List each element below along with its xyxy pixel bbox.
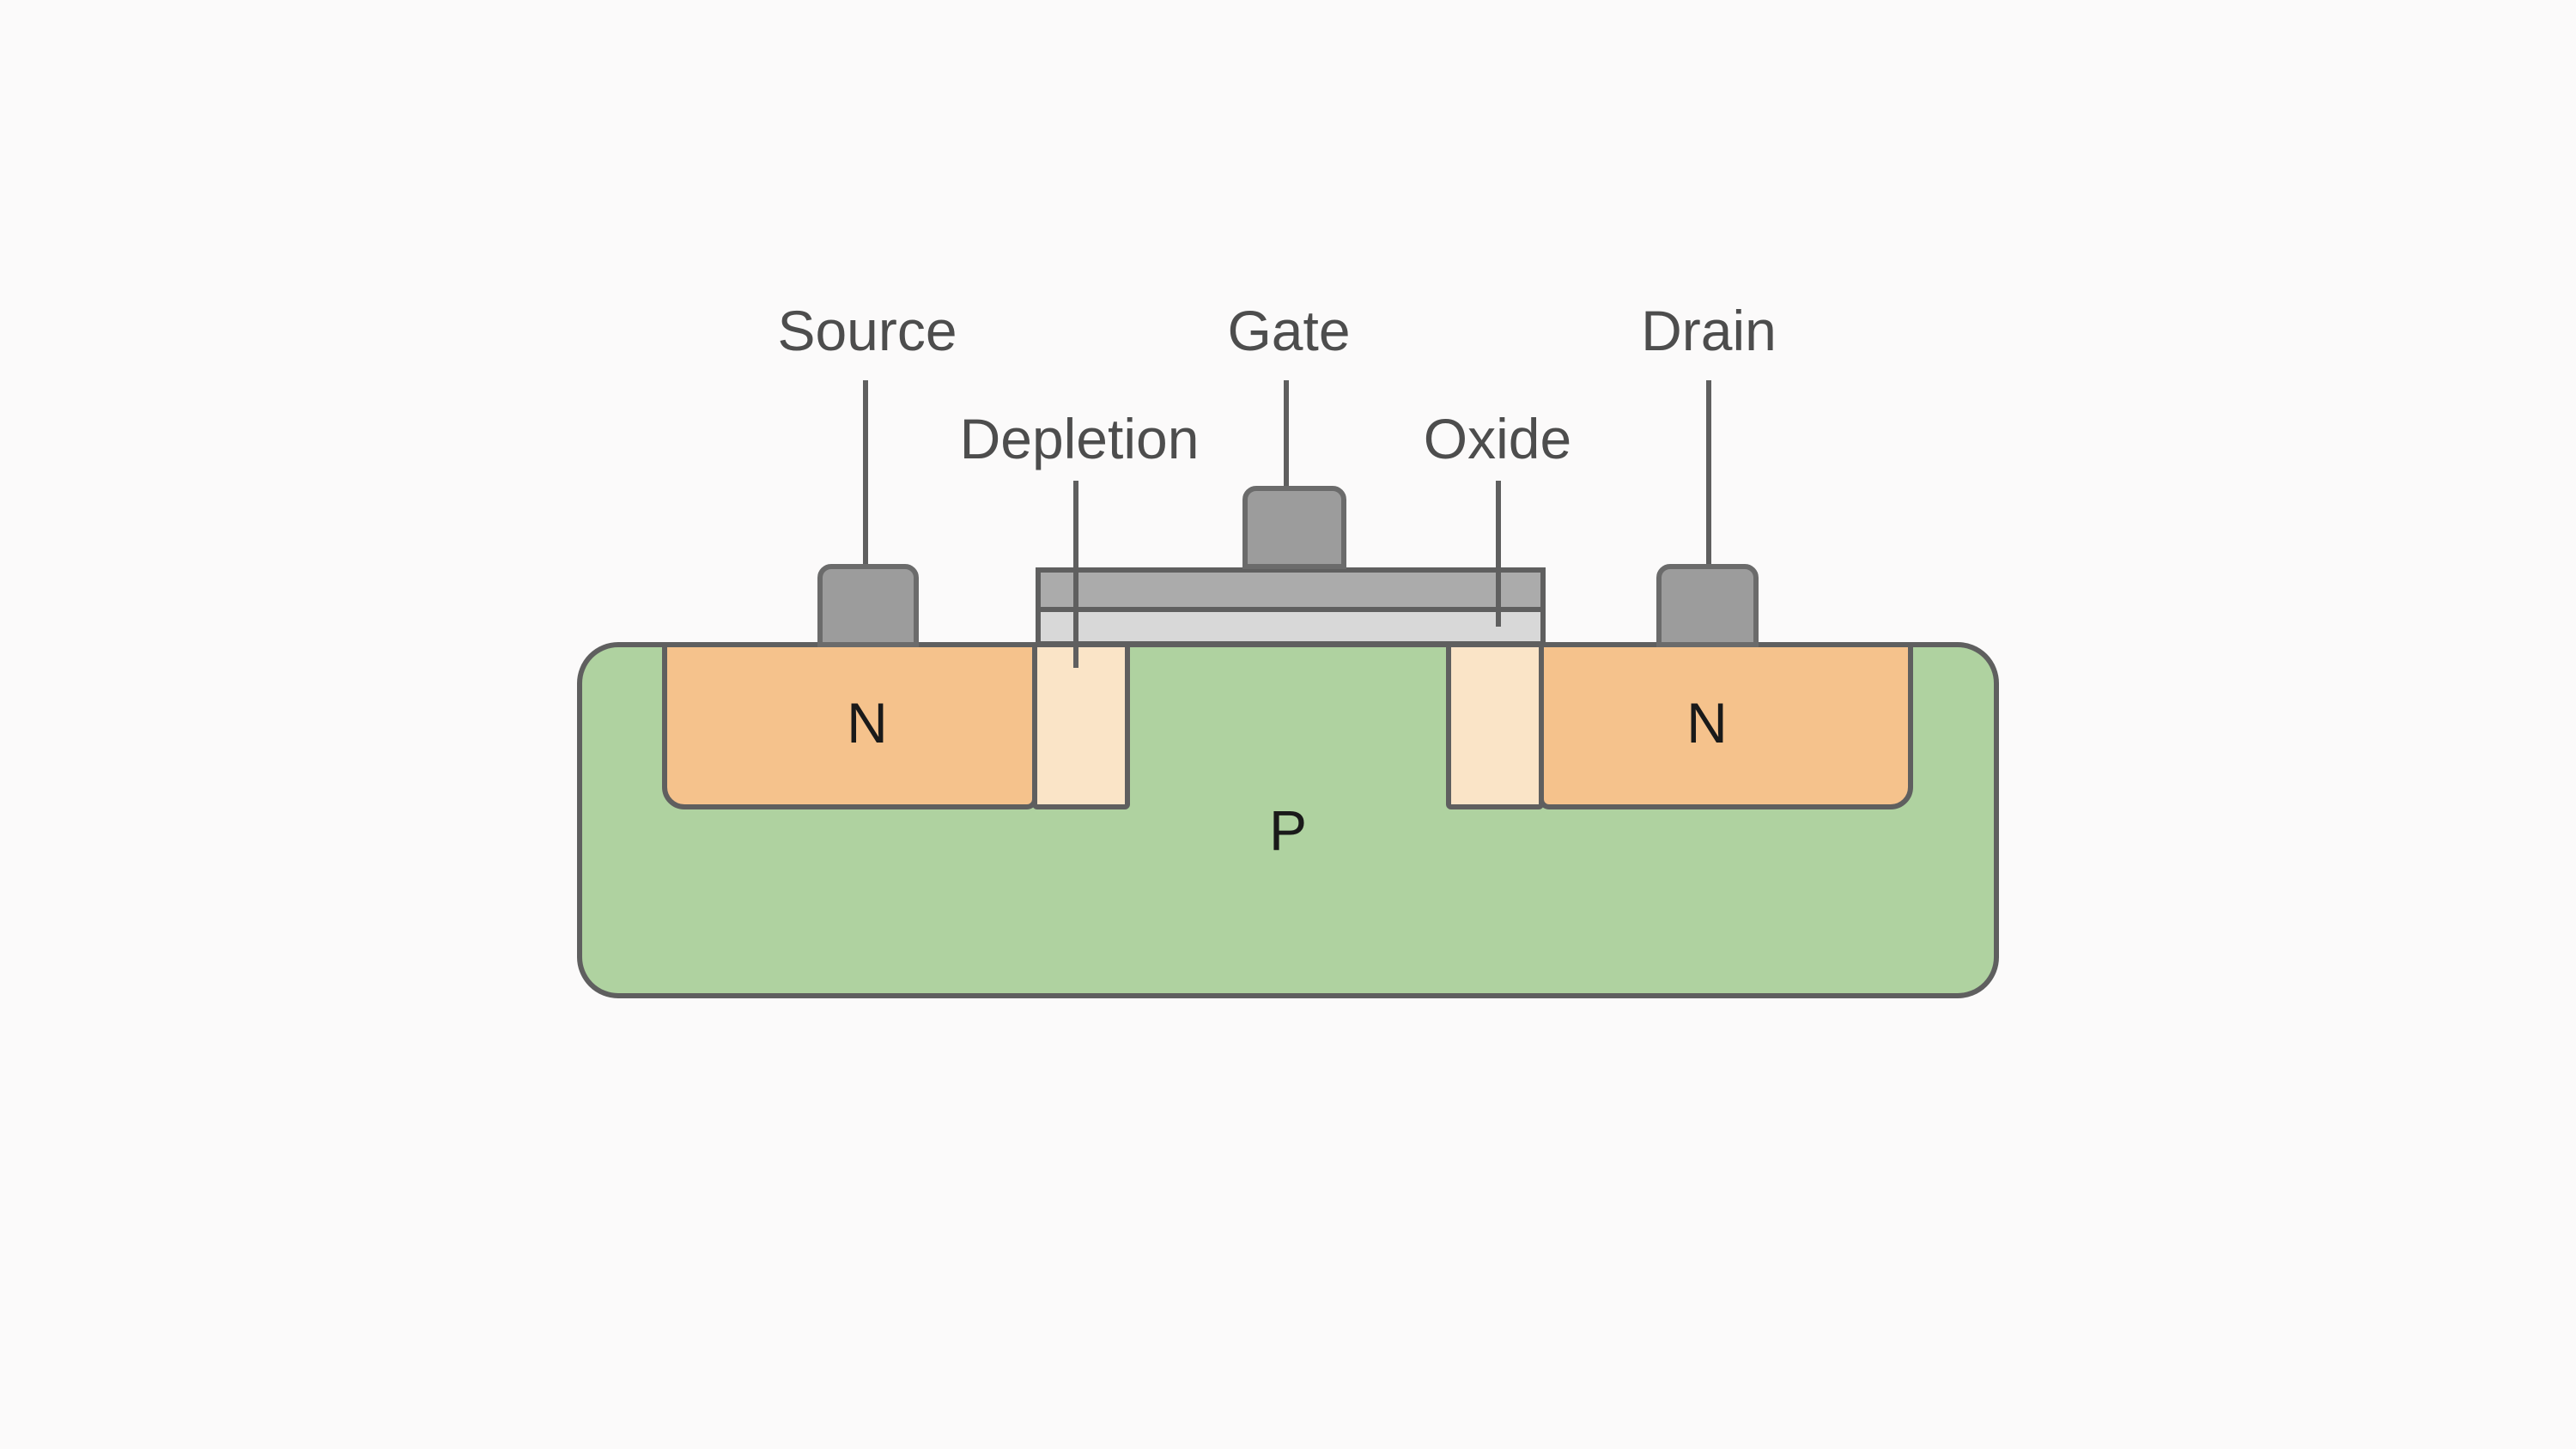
- oxide-leader-line: [1496, 481, 1501, 627]
- p-substrate-region-label: P: [1268, 798, 1308, 862]
- n-source-region-label: N: [847, 691, 888, 755]
- gate-contact: [1242, 486, 1346, 569]
- depletion-leader-line: [1073, 481, 1078, 668]
- depletion-region-source-side: [1032, 642, 1130, 809]
- source-contact: [817, 564, 919, 647]
- gate-label: Gate: [1227, 299, 1351, 362]
- oxide-label: Oxide: [1423, 407, 1572, 470]
- drain-label: Drain: [1641, 299, 1777, 362]
- gate-metal-layer: [1036, 567, 1546, 612]
- depletion-region-drain-side: [1446, 642, 1544, 809]
- drain-leader-line: [1706, 380, 1711, 564]
- n-region-source: [662, 642, 1037, 809]
- source-leader-line: [863, 380, 868, 564]
- oxide-layer: [1036, 607, 1546, 646]
- source-label: Source: [777, 299, 957, 362]
- drain-contact: [1656, 564, 1759, 647]
- depletion-label: Depletion: [959, 407, 1200, 470]
- gate-leader-line: [1284, 380, 1289, 486]
- n-drain-region-label: N: [1686, 691, 1728, 755]
